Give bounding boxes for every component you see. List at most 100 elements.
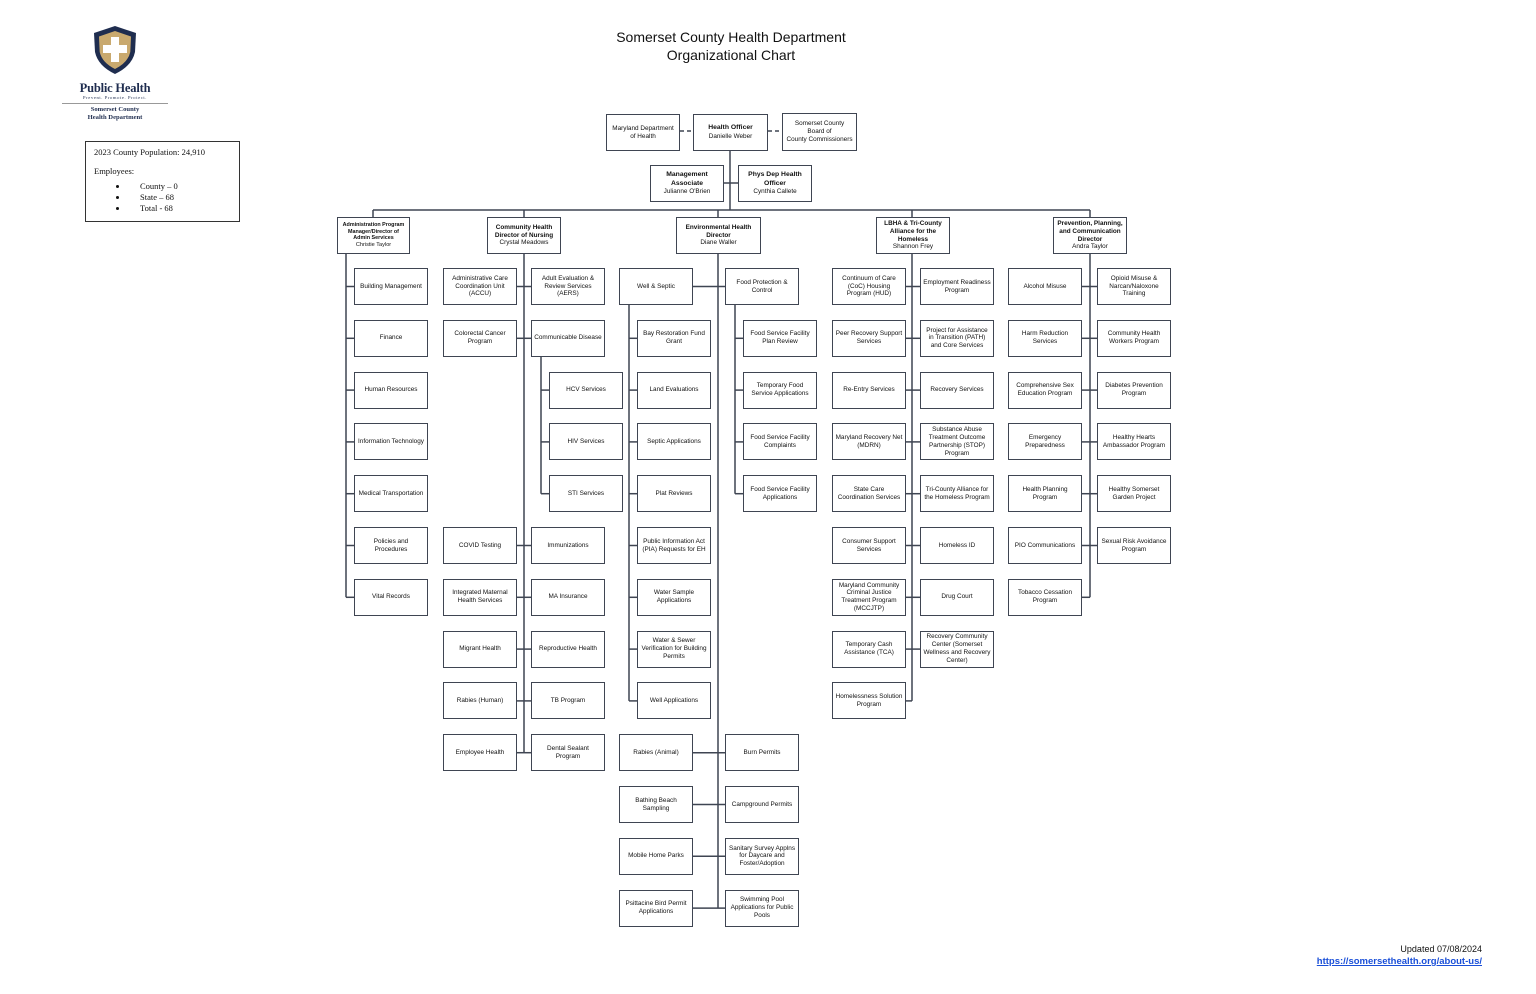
admin-unit-box: Vital Records xyxy=(354,578,428,616)
prevention-unit-box: Harm Reduction Services xyxy=(1008,319,1082,357)
prevention-unit-box: Healthy Hearts Ambassador Program xyxy=(1097,423,1171,461)
employees-label: Employees: xyxy=(94,166,135,176)
lbha-unit-box: Maryland Recovery Net (MDRN) xyxy=(832,423,906,461)
about-us-link[interactable]: https://somersethealth.org/about-us/ xyxy=(1316,956,1482,967)
env-well-subunit-box: Well Applications xyxy=(637,682,711,720)
admin-unit-box: Human Resources xyxy=(354,371,428,409)
prevention-unit-box: Sexual Risk Avoidance Program xyxy=(1097,527,1171,564)
public-health-logo: Public Health Prevent. Promote. Protect.… xyxy=(62,24,168,122)
employee-list: County – 0 State – 68 Total - 68 xyxy=(94,181,231,214)
env-food-subunit-box: Temporary Food Service Applications xyxy=(743,371,817,409)
employee-count-county: County – 0 xyxy=(128,181,231,192)
employee-count-state: State – 68 xyxy=(128,192,231,203)
prevention-unit-box: Comprehensive Sex Education Program xyxy=(1008,371,1082,409)
lbha-unit-box: Drug Court xyxy=(920,578,994,616)
lbha-unit-box: Temporary Cash Assistance (TCA) xyxy=(832,630,906,668)
prevention-unit-box: Healthy Somerset Garden Project xyxy=(1097,475,1171,513)
nursing-unit-box: Communicable Disease xyxy=(531,319,605,357)
lbha-unit-box: Peer Recovery Support Services xyxy=(832,319,906,357)
logo-org-line1: Somerset County xyxy=(90,106,140,113)
admin-unit-box: Building Management xyxy=(354,268,428,305)
env-well-subunit-box: Plat Reviews xyxy=(637,475,711,513)
nursing-unit-box: Rabies (Human) xyxy=(443,682,517,720)
lbha-unit-box: Re-Entry Services xyxy=(832,371,906,409)
env-unit-box: Burn Permits xyxy=(725,734,799,772)
logo-wordmark: Public Health xyxy=(79,81,151,95)
lbha-unit-box: Homelessness Solution Program xyxy=(832,682,906,720)
lbha-unit-box: State Care Coordination Services xyxy=(832,475,906,513)
env-well-subunit-box: Septic Applications xyxy=(637,423,711,461)
nursing-unit-box: COVID Testing xyxy=(443,527,517,564)
director-admin-box: Administration Program Manager/Director … xyxy=(337,217,410,254)
env-well-subunit-box: Water & Sewer Verification for Building … xyxy=(637,630,711,668)
env-unit-box: Bathing Beach Sampling xyxy=(619,786,693,823)
employee-count-total: Total - 68 xyxy=(128,203,231,214)
lbha-unit-box: Continuum of Care (CoC) Housing Program … xyxy=(832,268,906,305)
lbha-unit-box: Recovery Services xyxy=(920,371,994,409)
nursing-unit-box: Migrant Health xyxy=(443,630,517,668)
prevention-unit-box: Health Planning Program xyxy=(1008,475,1082,513)
prevention-unit-box: Emergency Preparedness xyxy=(1008,423,1082,461)
env-food-subunit-box: Food Service Facility Applications xyxy=(743,475,817,513)
env-well-subunit-box: Public Information Act (PIA) Requests fo… xyxy=(637,527,711,564)
env-unit-box: Mobile Home Parks xyxy=(619,837,693,875)
lbha-unit-box: Substance Abuse Treatment Outcome Partne… xyxy=(920,423,994,461)
env-well-subunit-box: Land Evaluations xyxy=(637,371,711,409)
updated-date: Updated 07/08/2024 xyxy=(1400,944,1482,954)
prevention-unit-box: PIO Communications xyxy=(1008,527,1082,564)
nursing-subunit-box: STI Services xyxy=(549,475,623,513)
prevention-unit-box: Alcohol Misuse xyxy=(1008,268,1082,305)
director-prevention-box: Prevention, Planning, and Communication … xyxy=(1053,217,1127,254)
nursing-unit-box: Dental Sealant Program xyxy=(531,734,605,772)
md-department-box: Maryland Department of Health xyxy=(606,114,680,151)
env-food-subunit-box: Food Service Facility Complaints xyxy=(743,423,817,461)
nursing-unit-box: TB Program xyxy=(531,682,605,720)
logo-org-line2: Health Department xyxy=(87,114,143,121)
nursing-unit-box: Reproductive Health xyxy=(531,630,605,668)
env-unit-box: Psittacine Bird Permit Applications xyxy=(619,889,693,927)
logo-tagline: Prevent. Promote. Protect. xyxy=(83,95,147,100)
admin-unit-box: Information Technology xyxy=(354,423,428,461)
prevention-unit-box: Tobacco Cessation Program xyxy=(1008,578,1082,616)
prevention-unit-box: Community Health Workers Program xyxy=(1097,319,1171,357)
nursing-unit-box: Employee Health xyxy=(443,734,517,772)
env-food-protection-box: Food Protection & Control xyxy=(725,268,799,305)
population-box: 2023 County Population: 24,910 Employees… xyxy=(85,141,240,222)
admin-unit-box: Policies and Procedures xyxy=(354,527,428,564)
nursing-unit-box: Integrated Maternal Health Services xyxy=(443,578,517,616)
env-unit-box: Sanitary Survey Applns for Daycare and F… xyxy=(725,837,799,875)
page-title: Somerset County Health Department Organi… xyxy=(0,28,1462,64)
shield-cross-icon xyxy=(94,26,136,74)
lbha-unit-box: Recovery Community Center (Somerset Well… xyxy=(920,630,994,668)
prevention-unit-box: Diabetes Prevention Program xyxy=(1097,371,1171,409)
lbha-unit-box: Maryland Community Criminal Justice Trea… xyxy=(832,578,906,616)
env-unit-box: Rabies (Animal) xyxy=(619,734,693,772)
title-line2: Organizational Chart xyxy=(666,47,796,63)
env-well-subunit-box: Water Sample Applications xyxy=(637,578,711,616)
nursing-unit-box: Colorectal Cancer Program xyxy=(443,319,517,357)
nursing-unit-box: Adult Evaluation & Review Services (AERS… xyxy=(531,268,605,305)
admin-unit-box: Medical Transportation xyxy=(354,475,428,513)
admin-unit-box: Finance xyxy=(354,319,428,357)
env-well-septic-box: Well & Septic xyxy=(619,268,693,305)
lbha-unit-box: Consumer Support Services xyxy=(832,527,906,564)
env-food-subunit-box: Food Service Facility Plan Review xyxy=(743,319,817,357)
population-line: 2023 County Population: 24,910 xyxy=(94,147,205,157)
nursing-subunit-box: HIV Services xyxy=(549,423,623,461)
nursing-unit-box: MA Insurance xyxy=(531,578,605,616)
env-well-subunit-box: Bay Restoration Fund Grant xyxy=(637,319,711,357)
env-unit-box: Campground Permits xyxy=(725,786,799,823)
nursing-unit-box: Administrative Care Coordination Unit (A… xyxy=(443,268,517,305)
env-unit-box: Swimming Pool Applications for Public Po… xyxy=(725,889,799,927)
lbha-unit-box: Project for Assistance in Transition (PA… xyxy=(920,319,994,357)
lbha-unit-box: Tri-County Alliance for the Homeless Pro… xyxy=(920,475,994,513)
nursing-unit-box: Immunizations xyxy=(531,527,605,564)
